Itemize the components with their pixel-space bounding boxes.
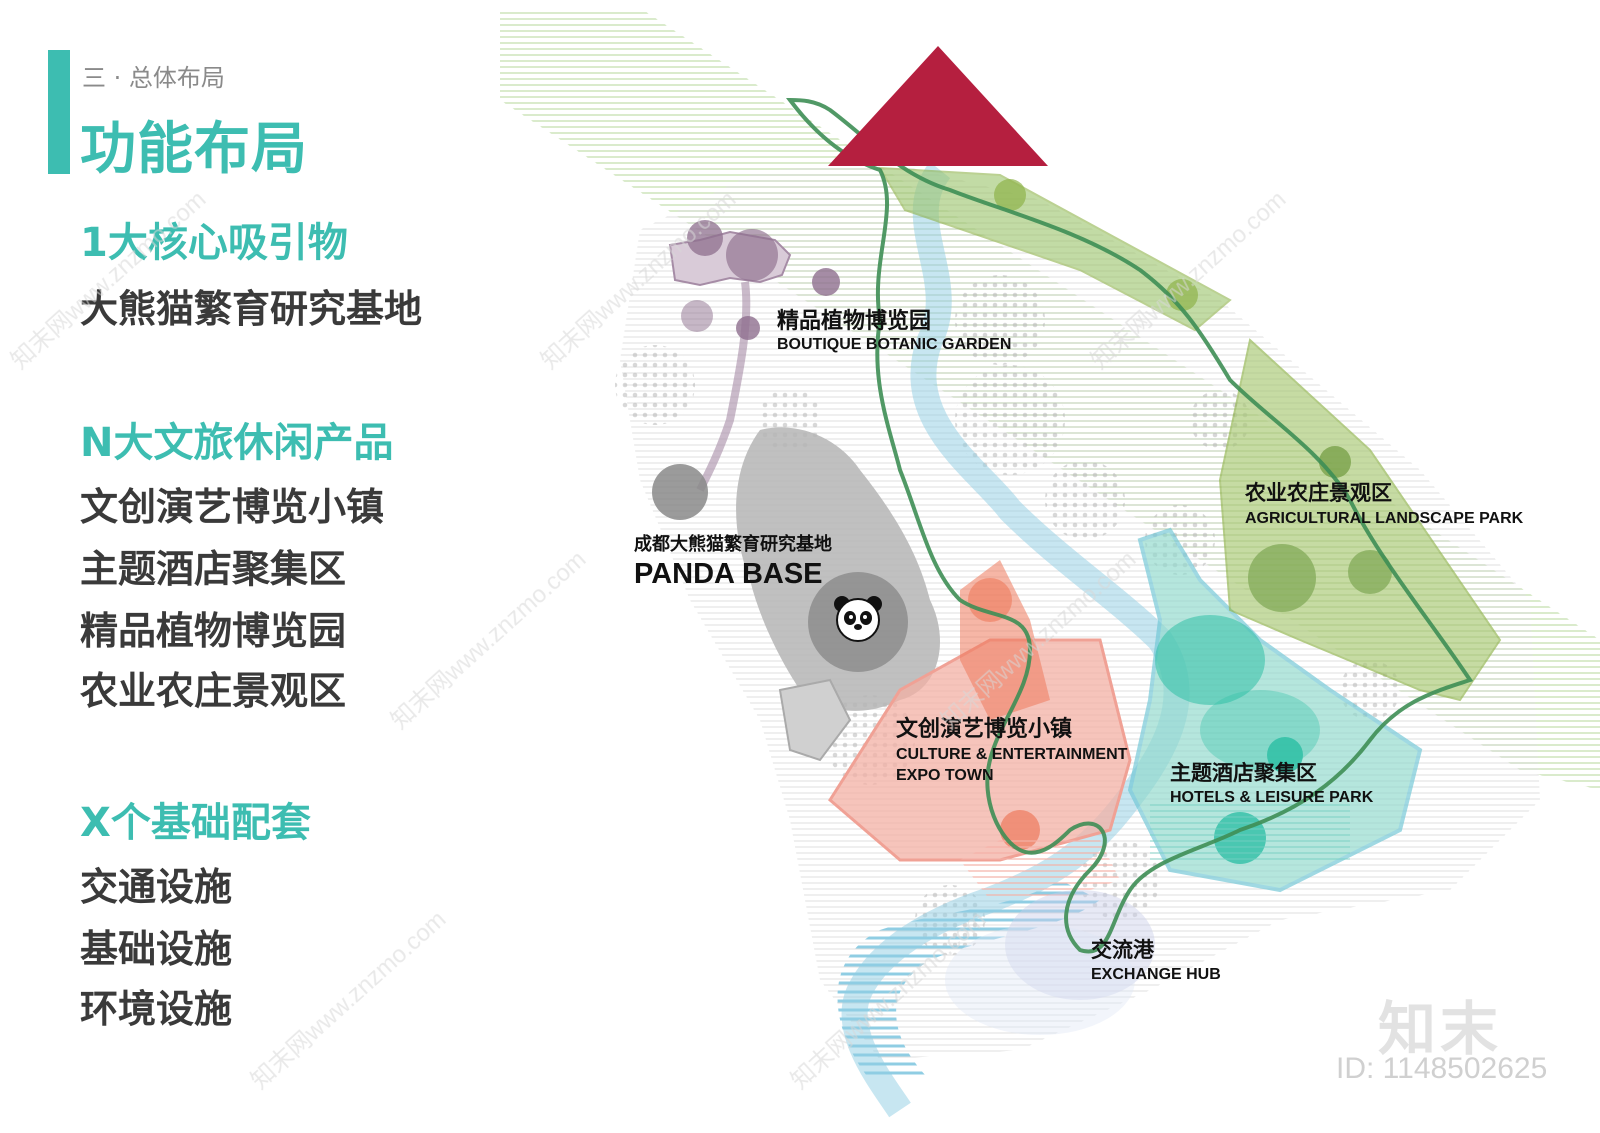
list-item: 环境设施 [80,987,233,1031]
list-item: 大熊猫繁育研究基地 [80,287,423,331]
agri-label-cn: 农业农庄景观区 [1244,481,1392,505]
main-route [785,97,1474,954]
panda-label-en: PANDA BASE [634,558,823,590]
culture-label-cn: 文创演艺博览小镇 [896,716,1072,742]
culture-label-en2: EXPO TOWN [896,767,994,784]
group-heading-products: N大文旅休闲产品 [80,420,394,466]
list-item: 主题酒店聚集区 [80,547,347,591]
botanic-label-en: BOUTIQUE BOTANIC GARDEN [777,336,1011,353]
panda-label-cn: 成都大熊猫繁育研究基地 [634,533,832,555]
river-hatch [837,880,1100,1080]
group-heading-core: 1大核心吸引物 [80,220,348,266]
watermark-id: ID: 1148502625 [1336,1052,1548,1085]
accent-bar [48,50,70,174]
group-heading-facilities: X个基础配套 [80,800,311,846]
page-title: 功能布局 [80,117,308,182]
list-item: 基础设施 [80,927,233,971]
hub-label-cn: 交流港 [1091,938,1155,962]
hub-label-en: EXCHANGE HUB [1091,966,1221,983]
hotel-label-en: HOTELS & LEISURE PARK [1170,789,1374,806]
zone-botanic [668,220,840,492]
botanic-label-cn: 精品植物博览园 [777,308,931,334]
culture-label-en1: CULTURE & ENTERTAINMENT [896,746,1128,763]
watermark-brand: 知末 [1378,995,1503,1063]
list-item: 交通设施 [80,865,233,909]
watermark-text: 知末网www.znzmo.com [6,186,211,375]
zone-panda [652,427,940,762]
list-item: 精品植物博览园 [80,609,347,653]
section-label: 三 · 总体布局 [82,64,225,92]
panda-icon [834,596,882,642]
watermark-text: 知末网www.znzmo.com [386,546,591,735]
list-item: 农业农庄景观区 [80,669,347,713]
hotel-label-cn: 主题酒店聚集区 [1170,761,1317,785]
zone-hotel [1127,527,1423,893]
list-item: 文创演艺博览小镇 [80,485,385,529]
agri-label-en: AGRICULTURAL LANDSCAPE PARK [1245,510,1524,527]
north-triangle-icon [828,46,1048,166]
watermark-text: 知末网www.znzmo.com [246,906,451,1095]
